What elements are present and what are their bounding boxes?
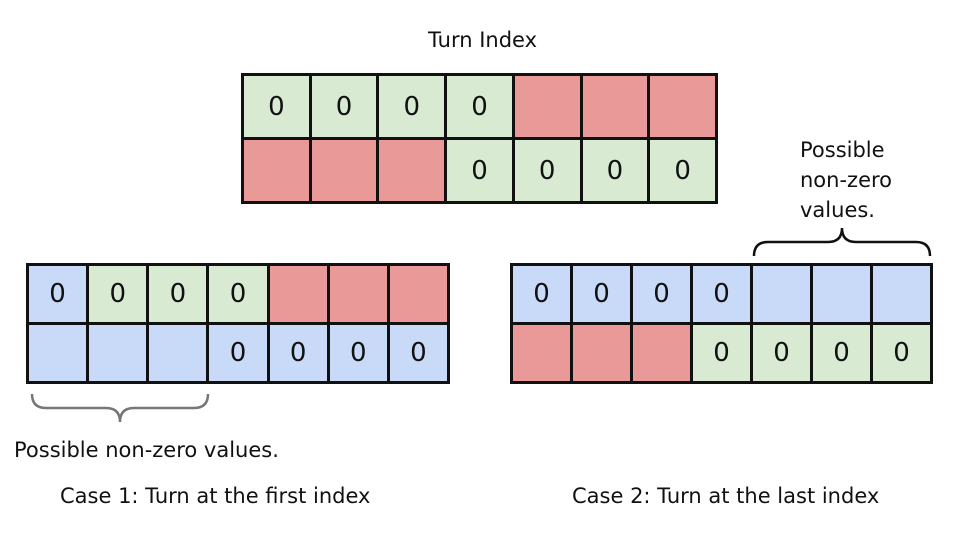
case1-curly-brace <box>30 393 210 423</box>
case1-annotation: Possible non-zero values. <box>14 438 279 462</box>
case2-cell: 0 <box>573 266 630 322</box>
case1-cell: 0 <box>269 325 327 381</box>
top-grid-cell: 0 <box>582 140 648 201</box>
top-grid-cell <box>311 140 377 201</box>
case2-cell: 0 <box>513 266 570 322</box>
case1-cell: 0 <box>389 325 447 381</box>
top-grid-cell: 0 <box>447 76 512 137</box>
case2-annotation-line-3: values. <box>800 198 875 222</box>
case1-cell: 0 <box>209 266 267 322</box>
top-grid-cell <box>582 76 648 137</box>
case2-cell <box>873 266 930 322</box>
case2-cell: 0 <box>813 325 870 381</box>
top-grid-cell: 0 <box>311 76 377 137</box>
case1-cell <box>269 266 327 322</box>
top-grid-cell <box>514 76 580 137</box>
top-grid-cell: 0 <box>244 76 309 137</box>
top-grid-cell <box>379 140 445 201</box>
case1-cell <box>89 325 147 381</box>
top-grid-cell: 0 <box>514 140 580 201</box>
case2-annotation-line-2: non-zero <box>800 168 893 192</box>
case1-cell: 0 <box>329 325 387 381</box>
case2-cell: 0 <box>753 325 810 381</box>
case1-cell: 0 <box>209 325 267 381</box>
top-grid-cell <box>650 76 715 137</box>
top-grid-cell: 0 <box>650 140 715 201</box>
case1-cell: 0 <box>89 266 147 322</box>
case1-cell <box>389 266 447 322</box>
turn-index-title: Turn Index <box>428 28 538 52</box>
top-grid-cell <box>244 140 309 201</box>
case2-caption: Case 2: Turn at the last index <box>572 484 880 508</box>
case1-cell <box>329 266 387 322</box>
case2-cell <box>633 325 690 381</box>
case1-caption: Case 1: Turn at the first index <box>60 484 371 508</box>
top-grid-cell: 0 <box>379 76 445 137</box>
case1-cell <box>29 325 87 381</box>
case1-cell: 0 <box>29 266 87 322</box>
case2-cell <box>573 325 630 381</box>
case1-cell: 0 <box>149 266 207 322</box>
case2-cell: 0 <box>633 266 690 322</box>
top-grid-cell: 0 <box>447 140 512 201</box>
case2-cell <box>513 325 570 381</box>
case1-cell <box>149 325 207 381</box>
case2-cell: 0 <box>693 266 750 322</box>
case2-annotation-line-1: Possible <box>800 138 885 162</box>
case2-cell: 0 <box>873 325 930 381</box>
case2-cell: 0 <box>693 325 750 381</box>
case2-curly-brace <box>752 227 932 257</box>
case2-cell <box>813 266 870 322</box>
case2-cell <box>753 266 810 322</box>
